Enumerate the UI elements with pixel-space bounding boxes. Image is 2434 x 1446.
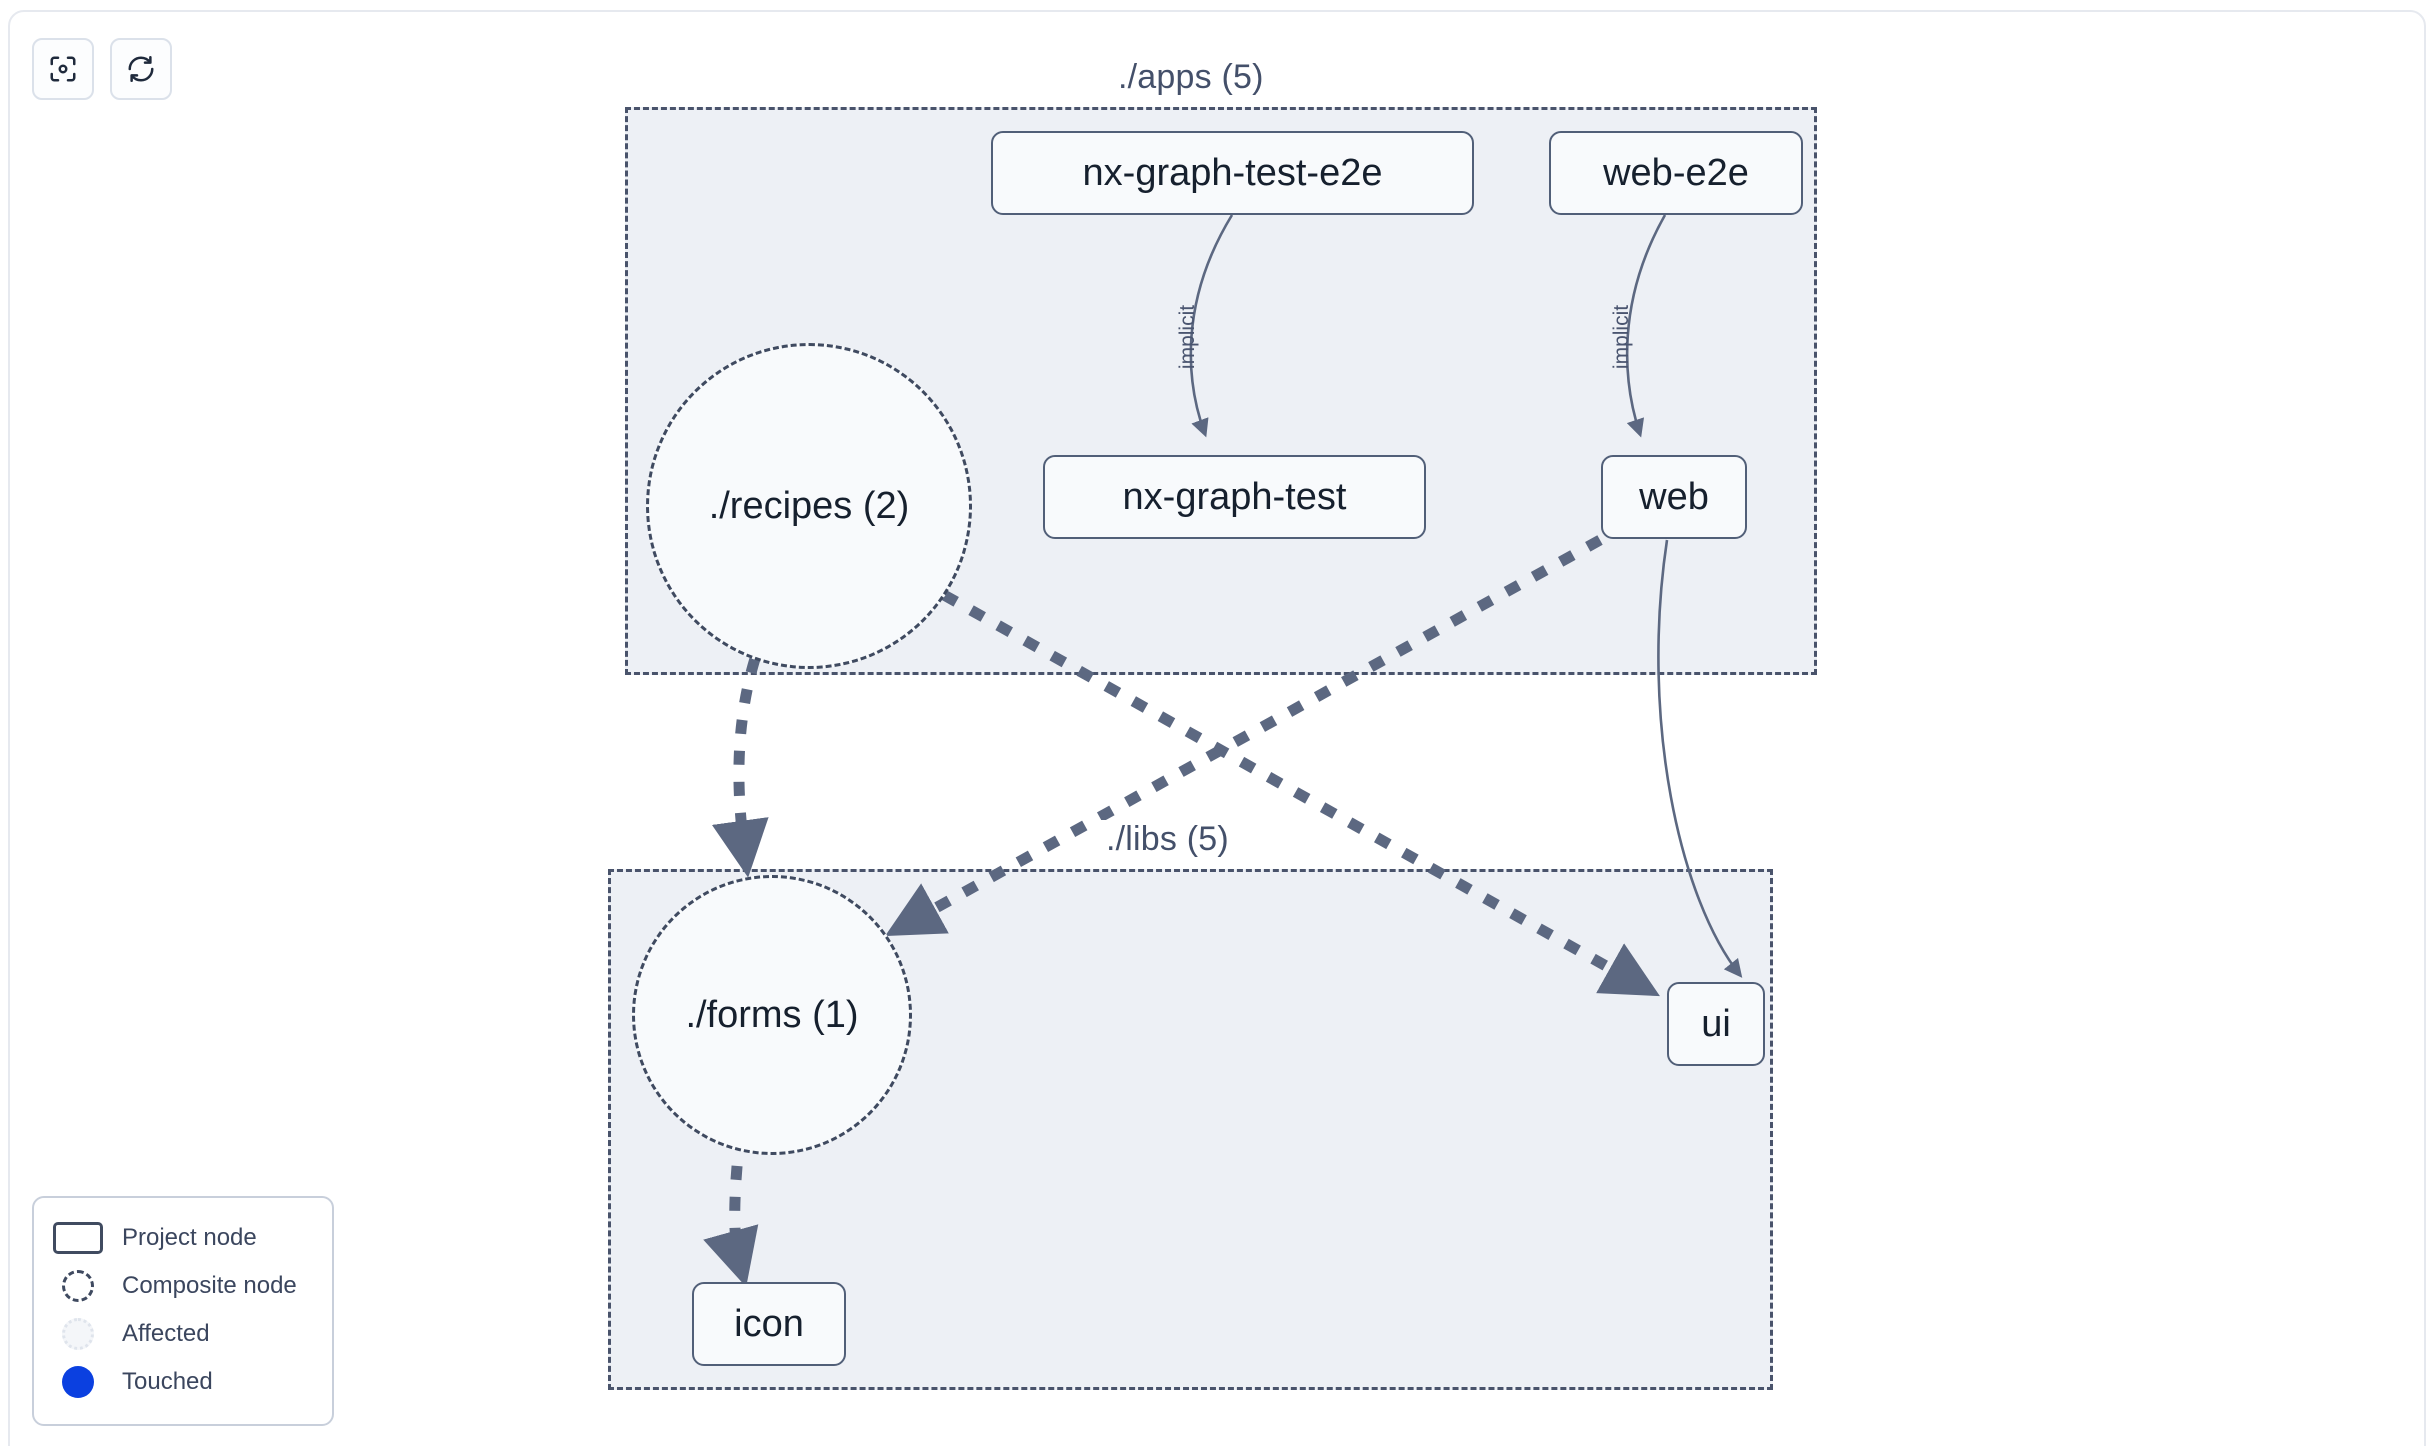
group-label-libs: ./libs (5) (1096, 820, 1239, 859)
project-node-ui[interactable]: ui (1667, 982, 1765, 1066)
composite-node-recipes-label: ./recipes (2) (708, 484, 910, 527)
project-node-web-e2e[interactable]: web-e2e (1549, 131, 1803, 215)
composite-node-swatch-icon (52, 1269, 104, 1303)
edge-label-implicit-web: implicit (1610, 304, 1634, 370)
project-node-web[interactable]: web (1601, 455, 1747, 539)
legend-label-touched: Touched (122, 1368, 213, 1395)
focus-target-icon (48, 54, 78, 84)
project-node-ui-label: ui (1701, 1002, 1731, 1045)
project-node-icon-label: icon (734, 1302, 804, 1345)
project-node-swatch-icon (52, 1221, 104, 1255)
composite-node-forms-label: ./forms (1) (685, 993, 859, 1036)
project-node-web-label: web (1639, 475, 1709, 518)
project-node-web-e2e-label: web-e2e (1603, 151, 1749, 194)
project-node-nx-graph-test-e2e-label: nx-graph-test-e2e (1082, 151, 1383, 194)
project-node-nx-graph-test-label: nx-graph-test (1122, 475, 1347, 518)
composite-node-recipes[interactable]: ./recipes (2) (646, 343, 972, 669)
composite-node-forms[interactable]: ./forms (1) (632, 875, 912, 1155)
focus-graph-button[interactable] (32, 38, 94, 100)
legend-item-project-node: Project node (52, 1214, 314, 1262)
project-node-nx-graph-test[interactable]: nx-graph-test (1043, 455, 1426, 539)
project-node-nx-graph-test-e2e[interactable]: nx-graph-test-e2e (991, 131, 1474, 215)
legend-item-affected: Affected (52, 1310, 314, 1358)
legend-item-composite-node: Composite node (52, 1262, 314, 1310)
touched-swatch-icon (52, 1365, 104, 1399)
legend-label-affected: Affected (122, 1320, 210, 1347)
group-label-apps: ./apps (5) (1108, 58, 1274, 97)
graph-legend: Project node Composite node Affected Tou… (32, 1196, 334, 1426)
affected-swatch-icon (52, 1317, 104, 1351)
graph-toolbar (32, 38, 172, 100)
legend-label-project-node: Project node (122, 1224, 257, 1251)
legend-label-composite-node: Composite node (122, 1272, 297, 1299)
edge-label-implicit-nx-graph-test: implicit (1176, 304, 1200, 370)
refresh-graph-button[interactable] (110, 38, 172, 100)
project-node-icon[interactable]: icon (692, 1282, 846, 1366)
legend-item-touched: Touched (52, 1358, 314, 1406)
refresh-icon (126, 54, 156, 84)
